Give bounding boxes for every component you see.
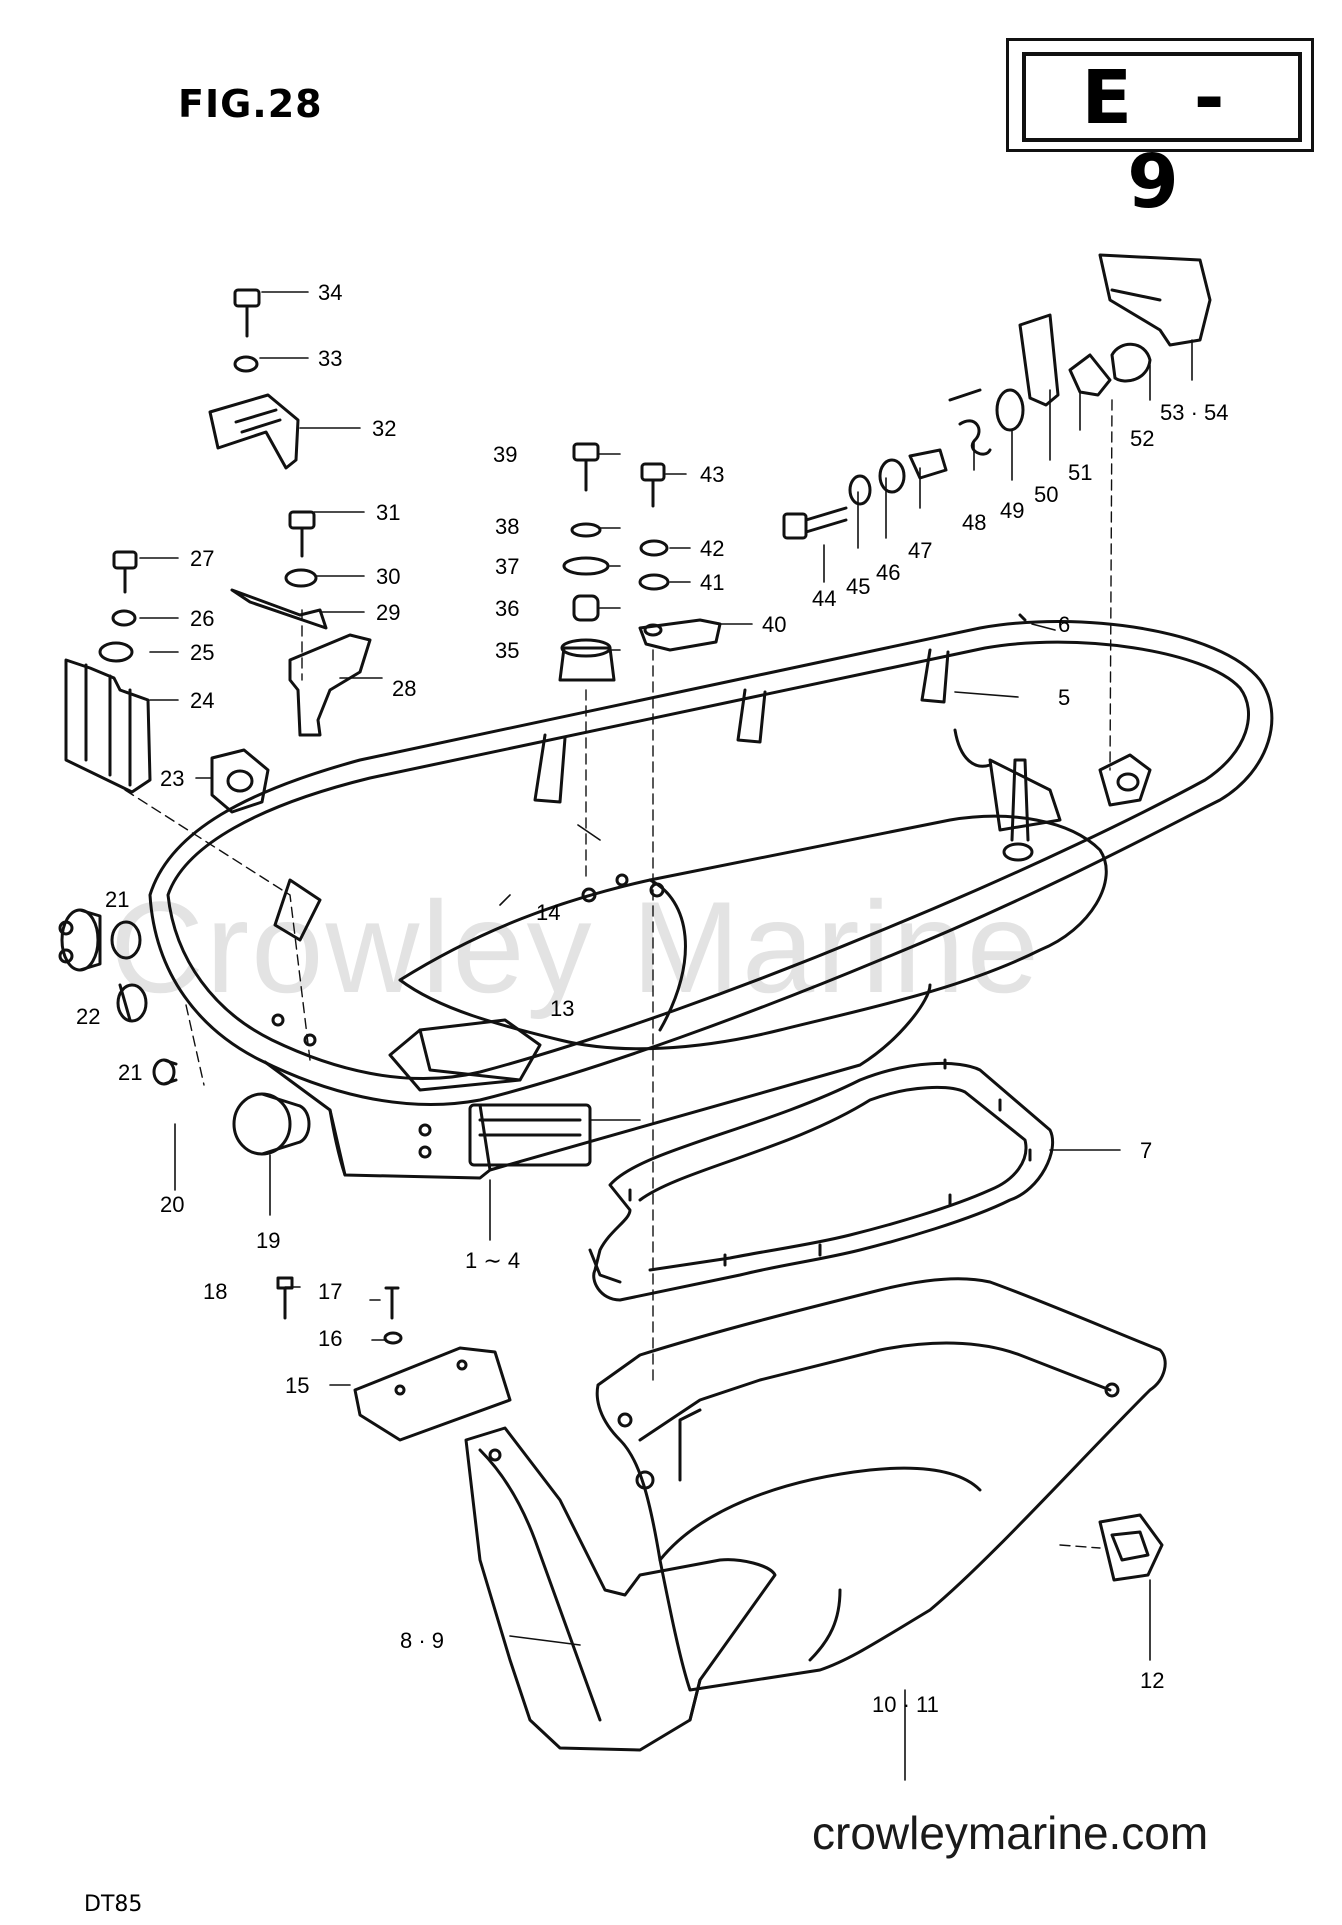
leader-lines <box>139 291 1193 1781</box>
callout-52: 52 <box>1130 426 1154 451</box>
assembly-lines <box>124 399 1113 1549</box>
callout-44: 44 <box>812 586 836 611</box>
callout-36: 36 <box>495 596 519 621</box>
model-code: DT85 <box>84 1892 143 1917</box>
watermark: Crowley Marine <box>110 874 1042 1020</box>
callout-28: 28 <box>392 676 416 701</box>
callout-43: 43 <box>700 462 724 487</box>
callout-14: 14 <box>536 900 560 925</box>
mount-part <box>558 442 616 682</box>
plate-part <box>276 1276 512 1442</box>
callout-24: 24 <box>190 688 214 713</box>
callout-23: 23 <box>160 766 184 791</box>
website-text: crowleymarine.com <box>812 1807 1209 1859</box>
callout-5: 5 <box>1058 685 1070 710</box>
bracket-lever-part <box>230 510 372 737</box>
callout-26: 26 <box>190 606 214 631</box>
callout-21-lower: 21 <box>118 1060 142 1085</box>
callout-34: 34 <box>318 280 342 305</box>
callout-16: 16 <box>318 1326 342 1351</box>
callout-35: 35 <box>495 638 519 663</box>
figure-title: FIG.28 <box>178 82 323 126</box>
callout-40: 40 <box>762 612 786 637</box>
callout-48: 48 <box>962 510 986 535</box>
top-bracket-part <box>208 288 300 470</box>
callout-41: 41 <box>700 570 724 595</box>
callout-15: 15 <box>285 1373 309 1398</box>
stay-part <box>638 462 722 652</box>
callout-8-9: 8 · 9 <box>400 1628 444 1653</box>
callout-21-upper: 21 <box>105 887 129 912</box>
callout-39: 39 <box>493 442 517 467</box>
callout-25: 25 <box>190 640 214 665</box>
lower-pan-part <box>595 1277 1167 1692</box>
callout-6: 6 <box>1058 612 1070 637</box>
plug-part <box>152 1058 311 1156</box>
callout-12: 12 <box>1140 1668 1164 1693</box>
callout-17: 17 <box>318 1279 342 1304</box>
callout-49: 49 <box>1000 498 1024 523</box>
callout-45: 45 <box>846 574 870 599</box>
callout-22: 22 <box>76 1004 100 1029</box>
callout-32: 32 <box>372 416 396 441</box>
lower-cover-part <box>148 613 1274 1180</box>
callout-27: 27 <box>190 546 214 571</box>
callout-53-54: 53 · 54 <box>1160 400 1229 425</box>
callout-1-4: 1 ∼ 4 <box>465 1248 520 1273</box>
grommet-part <box>210 748 270 814</box>
callout-31: 31 <box>376 500 400 525</box>
callout-7: 7 <box>1140 1138 1152 1163</box>
callout-30: 30 <box>376 564 400 589</box>
bracket-part <box>64 550 152 794</box>
callout-13: 13 <box>550 996 574 1021</box>
gasket-part <box>588 1058 1055 1302</box>
rubber-pad-part <box>1098 1513 1164 1582</box>
callout-29: 29 <box>376 600 400 625</box>
callout-33: 33 <box>318 346 342 371</box>
callout-19: 19 <box>256 1228 280 1253</box>
callout-20: 20 <box>160 1192 184 1217</box>
callout-47: 47 <box>908 538 932 563</box>
callout-46: 46 <box>876 560 900 585</box>
page-code: E - 9 <box>1022 52 1302 224</box>
callout-37: 37 <box>495 554 519 579</box>
bushing-part <box>58 908 148 1023</box>
side-cover-part <box>464 1426 777 1752</box>
callout-50: 50 <box>1034 482 1058 507</box>
latch-part <box>782 253 1212 540</box>
callout-38: 38 <box>495 514 519 539</box>
page-code-frame <box>1006 38 1314 152</box>
callout-42: 42 <box>700 536 724 561</box>
callout-51: 51 <box>1068 460 1092 485</box>
callout-10-11: 10 · 11 <box>872 1692 939 1717</box>
callout-18: 18 <box>203 1279 227 1304</box>
